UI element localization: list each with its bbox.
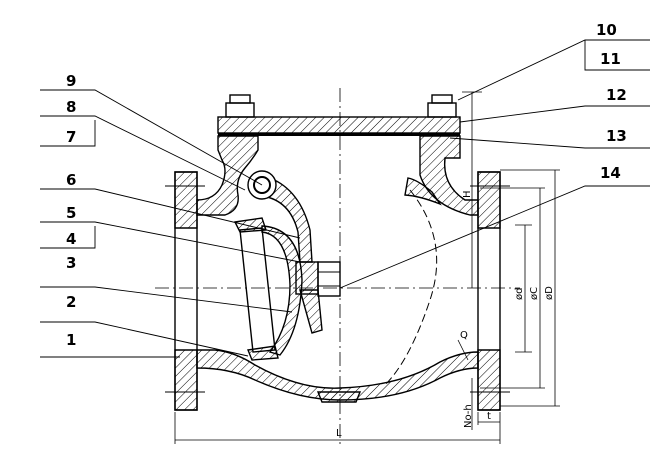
disc-nut-body — [295, 261, 319, 295]
body-upper-left — [196, 135, 259, 216]
part-label-7: 7 — [66, 128, 76, 146]
dim-bolt-circle-C: øC — [529, 287, 540, 300]
part-label-2: 2 — [66, 293, 76, 311]
part-label-10: 10 — [596, 21, 617, 39]
part-label-1: 1 — [66, 331, 76, 349]
leader-lines-left — [40, 89, 301, 358]
dim-L: L — [336, 428, 342, 439]
disc — [261, 225, 303, 356]
disc-face — [239, 227, 276, 353]
body-bottom — [196, 349, 479, 401]
dim-flange-D: øD — [544, 286, 555, 300]
bonnet-bolt-right — [427, 94, 457, 118]
part-label-6: 6 — [66, 171, 76, 189]
disc-nut — [317, 261, 341, 297]
part-label-14: 14 — [600, 164, 621, 182]
left-flange — [174, 171, 198, 411]
right-flange — [477, 171, 501, 411]
disc-swing-path — [384, 189, 438, 386]
dim-radius-Q: Q — [460, 330, 468, 341]
part-label-3: 3 — [66, 254, 76, 272]
dim-H: H — [462, 190, 473, 198]
part-label-12: 12 — [606, 86, 627, 104]
part-label-8: 8 — [66, 98, 76, 116]
dim-bolt-holes: No-h — [463, 404, 474, 428]
body-upper-right — [419, 135, 479, 216]
dim-t: t — [487, 411, 491, 422]
part-label-11: 11 — [600, 50, 621, 68]
gasket — [218, 133, 460, 136]
dim-bore-d: ød — [514, 288, 525, 300]
dimension-lines — [174, 91, 560, 444]
part-label-9: 9 — [66, 72, 76, 90]
part-label-4: 4 — [66, 230, 76, 248]
bonnet-bolt-left — [225, 94, 255, 118]
leader-lines-right — [339, 39, 650, 289]
part-label-13: 13 — [606, 127, 627, 145]
bonnet — [217, 116, 461, 134]
part-label-5: 5 — [66, 204, 76, 222]
body-rib-right — [404, 177, 442, 206]
